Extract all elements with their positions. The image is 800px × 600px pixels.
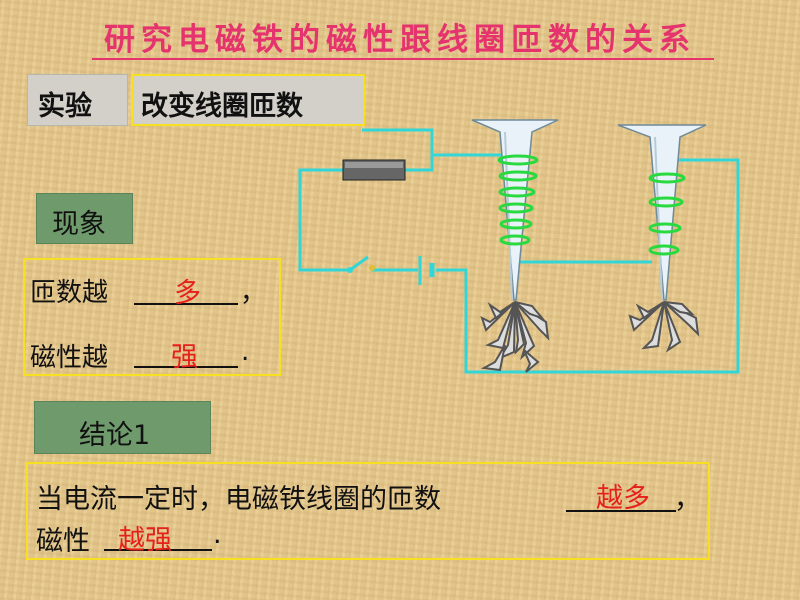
- experiment-content-box: [131, 74, 365, 126]
- paperclips-many-icon: [480, 301, 550, 373]
- phenomenon-line1-answer: 多: [174, 278, 201, 309]
- conclusion-line1-blank: [566, 510, 676, 512]
- conclusion-label: 结论1: [79, 420, 151, 451]
- conclusion-line2-answer: 越强: [118, 525, 172, 556]
- conclusion-line2-suffix: .: [213, 519, 222, 550]
- phenomenon-line1-blank: [134, 303, 238, 305]
- title-underline: [92, 58, 714, 60]
- battery-icon: [418, 256, 435, 285]
- conclusion-label-box: [34, 401, 211, 454]
- experiment-content: 改变线圈匝数: [141, 91, 303, 122]
- electromagnet-many-turns: [471, 119, 559, 373]
- phenomenon-line2-suffix: .: [241, 337, 250, 367]
- phenomenon-label: 现象: [52, 209, 106, 240]
- phenomenon-line2-prefix: 磁性越: [30, 343, 109, 373]
- conclusion-line2-prefix: 磁性: [36, 526, 90, 557]
- phenomenon-box: [23, 258, 281, 376]
- conclusion-line1-answer: 越多: [596, 483, 650, 514]
- conclusion-line2-blank: [104, 549, 212, 551]
- switch-icon: [347, 255, 375, 273]
- phenomenon-line1-suffix: ，: [240, 278, 267, 308]
- coil-many-turns-icon: [497, 154, 539, 246]
- slide-title: 研究电磁铁的磁性跟线圈匝数的关系: [104, 22, 696, 58]
- experiment-label-box: [27, 74, 128, 126]
- phenomenon-label-box: [36, 193, 133, 244]
- phenomenon-line2-blank: [134, 366, 238, 368]
- conclusion-line1-suffix: ，: [674, 484, 701, 515]
- phenomenon-line2-answer: 强: [171, 342, 198, 373]
- coil-few-turns-icon: [648, 172, 686, 256]
- conclusion-line1-prefix: 当电流一定时，电磁铁线圈的匝数: [36, 484, 441, 515]
- experiment-label: 实验: [38, 91, 92, 122]
- paperclips-few-icon: [628, 301, 700, 353]
- electromagnet-few-turns: [617, 124, 707, 353]
- circuit-wires: [298, 128, 740, 374]
- conclusion-box: [26, 462, 710, 560]
- phenomenon-line1-prefix: 匝数越: [30, 278, 109, 308]
